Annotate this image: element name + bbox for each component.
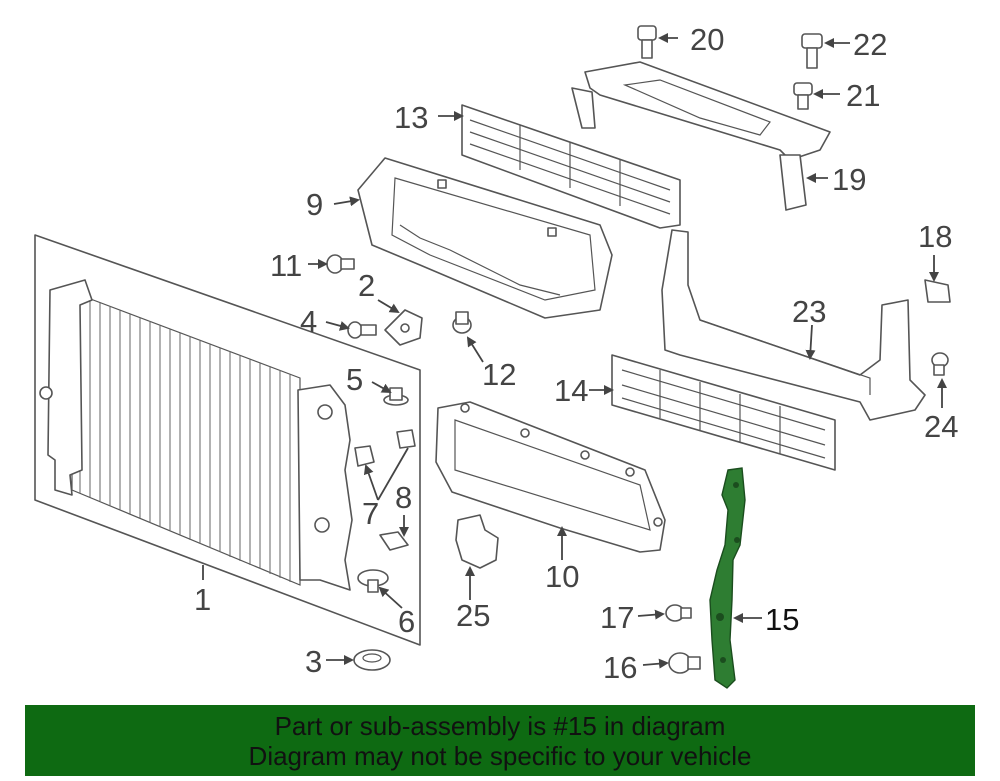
label-11: 11 xyxy=(270,248,302,283)
radiator-panel xyxy=(34,234,421,646)
label-1: 1 xyxy=(194,582,211,617)
label-18: 18 xyxy=(918,219,952,254)
part-labels: 20 22 21 19 13 9 11 2 4 12 5 7 8 6 3 1 1… xyxy=(194,22,958,685)
part-6-grommet xyxy=(357,569,389,593)
part-3-grommet xyxy=(353,649,391,671)
part-2-bracket xyxy=(384,309,423,346)
label-23: 23 xyxy=(792,294,826,329)
label-7: 7 xyxy=(362,496,379,531)
part-20-bolt xyxy=(637,25,657,59)
label-8: 8 xyxy=(395,480,412,515)
banner-line-2: Diagram may not be specific to your vehi… xyxy=(248,740,752,771)
part-5-retainer xyxy=(383,387,409,406)
label-16: 16 xyxy=(603,650,637,685)
label-3: 3 xyxy=(305,644,322,679)
part-12-bolt xyxy=(452,311,472,334)
label-5: 5 xyxy=(346,362,363,397)
part-18-clip xyxy=(924,279,951,303)
label-6: 6 xyxy=(398,604,415,639)
label-9: 9 xyxy=(306,187,323,222)
part-23-lower-deflector xyxy=(661,229,926,421)
label-13: 13 xyxy=(394,100,428,135)
label-10: 10 xyxy=(545,559,579,594)
label-25: 25 xyxy=(456,598,490,633)
part-22-bolt xyxy=(801,33,823,69)
leader-lines xyxy=(202,33,947,669)
label-12: 12 xyxy=(482,357,516,392)
info-banner: Part or sub-assembly is #15 in diagram D… xyxy=(25,705,975,776)
part-19-upper-tie-bar xyxy=(571,61,831,211)
label-17: 17 xyxy=(600,600,634,635)
label-14: 14 xyxy=(554,373,588,408)
part-24-push-pin xyxy=(931,352,949,376)
part-4-bolt xyxy=(347,321,377,339)
label-21: 21 xyxy=(846,78,880,113)
part-13-upper-shutter xyxy=(461,104,681,229)
part-11-bolt xyxy=(326,254,355,274)
part-14-lower-grille xyxy=(611,354,836,471)
part-25-sensor-bracket xyxy=(455,514,499,569)
label-24: 24 xyxy=(924,409,958,444)
radiator-core xyxy=(71,291,301,586)
part-9-air-baffle xyxy=(357,157,613,319)
label-2: 2 xyxy=(358,268,375,303)
label-19: 19 xyxy=(832,162,866,197)
label-4: 4 xyxy=(300,304,317,339)
radiator-left-tank xyxy=(39,279,93,496)
part-16-bolt xyxy=(668,652,701,674)
part-7-clips xyxy=(354,429,416,467)
part-17-bolt xyxy=(665,604,692,622)
label-15: 15 xyxy=(765,602,799,637)
label-22: 22 xyxy=(853,27,887,62)
part-21-bolt xyxy=(793,82,813,110)
part-15-bracket-highlighted xyxy=(709,467,746,689)
label-20: 20 xyxy=(690,22,724,57)
radiator-right-tank xyxy=(297,384,353,591)
part-10-grille-frame xyxy=(435,401,666,553)
banner-line-1: Part or sub-assembly is #15 in diagram xyxy=(274,710,726,741)
